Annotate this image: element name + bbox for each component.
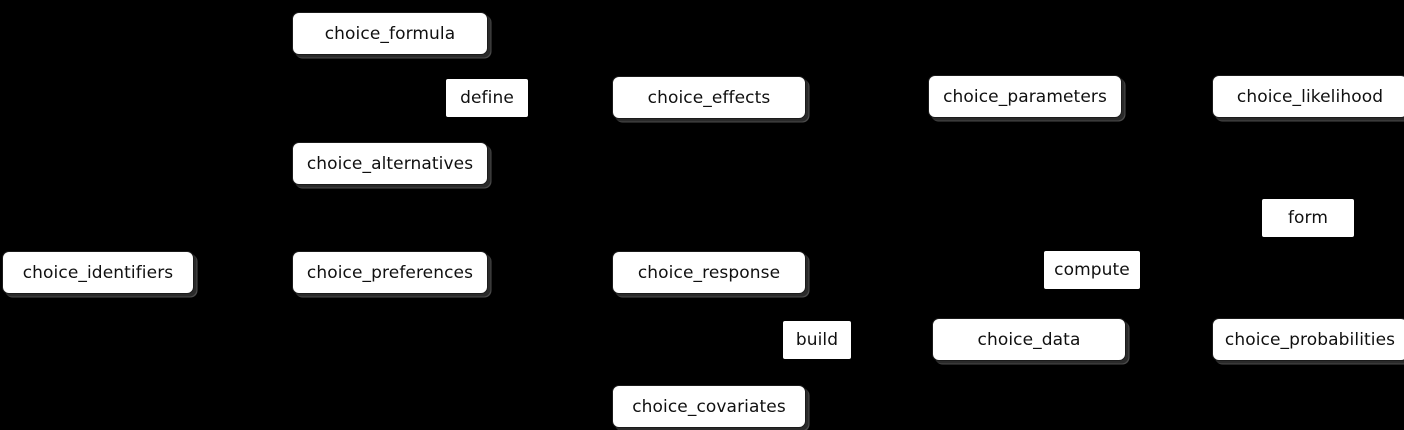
- node-choice-alternatives[interactable]: choice_alternatives: [292, 142, 488, 185]
- node-label: choice_data: [977, 329, 1081, 350]
- edge-response-build: [708, 294, 783, 341]
- edge-label-text: define: [460, 88, 514, 108]
- edge-label-form: form: [1262, 199, 1354, 237]
- edge-label-text: compute: [1054, 260, 1130, 280]
- node-choice-data[interactable]: choice_data: [932, 318, 1126, 361]
- edge-alternatives-define: [389, 97, 446, 142]
- node-label: choice_alternatives: [306, 153, 474, 174]
- edge-label-text: form: [1287, 208, 1329, 228]
- node-choice-identifiers[interactable]: choice_identifiers: [2, 251, 194, 294]
- node-label: choice_covariates: [632, 396, 786, 417]
- node-choice-parameters[interactable]: choice_parameters: [928, 75, 1122, 118]
- edge-formula-define: [389, 55, 446, 99]
- node-label: choice_probabilities: [1224, 329, 1396, 350]
- edge-covariates-build: [708, 339, 783, 385]
- edge-label-define: define: [446, 79, 528, 117]
- edge-label-build: build: [783, 321, 851, 359]
- node-choice-formula[interactable]: choice_formula: [292, 12, 488, 55]
- node-label: choice_effects: [647, 87, 771, 108]
- edge-label-text: build: [795, 330, 839, 350]
- node-choice-effects[interactable]: choice_effects: [612, 76, 806, 119]
- node-label: choice_preferences: [306, 262, 474, 283]
- node-label: choice_parameters: [943, 86, 1107, 107]
- node-label: choice_formula: [324, 23, 456, 44]
- edge-label-compute: compute: [1044, 251, 1140, 289]
- node-label: choice_likelihood: [1236, 86, 1384, 107]
- node-choice-likelihood[interactable]: choice_likelihood: [1212, 75, 1404, 118]
- node-label: choice_response: [637, 262, 781, 283]
- node-choice-response[interactable]: choice_response: [612, 251, 806, 294]
- node-choice-preferences[interactable]: choice_preferences: [292, 251, 488, 294]
- node-choice-covariates[interactable]: choice_covariates: [612, 385, 806, 428]
- node-label: choice_identifiers: [22, 262, 174, 283]
- node-choice-probabilities[interactable]: choice_probabilities: [1212, 318, 1404, 361]
